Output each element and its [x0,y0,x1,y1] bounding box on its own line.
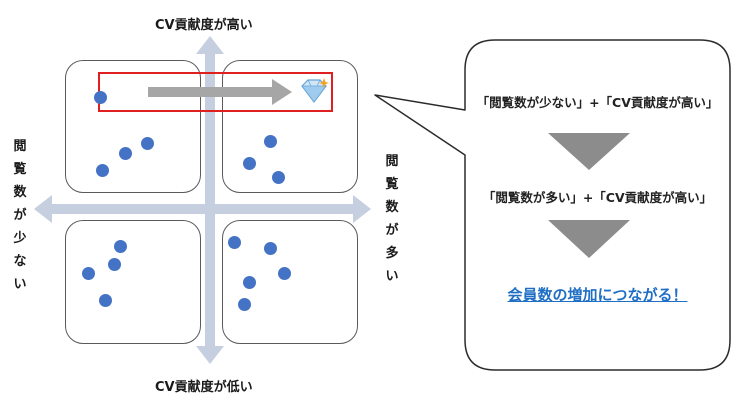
callout-step2: 「閲覧数が多い」+「CV貢献度が高い」 [482,190,713,205]
callout-result: 会員数の増加につながる！ [507,286,688,304]
scatter-point [108,258,122,272]
scatter-point [81,266,95,280]
axis-label-left: 閲覧数が少ない [13,139,27,292]
scatter-point [263,242,277,256]
scatter-point [227,235,241,249]
quadrant-top-left [65,60,201,193]
callout-content: 「閲覧数が少ない」+「CV貢献度が高い」 「閲覧数が多い」+「CV貢献度が高い」… [465,40,730,370]
quadrant-top-right [222,60,358,193]
axis-label-right: 閲覧数が多い [385,154,399,284]
scatter-point [114,239,128,253]
scatter-point [242,157,256,171]
scatter-point [243,275,257,289]
scatter-point [141,137,155,151]
axis-label-top: CV貢献度が高い [155,18,253,33]
scatter-point [237,297,251,311]
scatter-point [95,163,109,177]
diamond-icon [301,78,329,103]
quadrant-bottom-left [65,220,201,344]
scatter-point [94,90,108,104]
scatter-point [118,146,132,160]
callout-step1: 「閲覧数が少ない」+「CV貢献度が高い」 [476,95,719,110]
axis-label-bottom: CV貢献度が低い [155,380,253,395]
scatter-point [272,170,286,184]
scatter-point [98,294,112,308]
scatter-point [278,266,292,280]
scatter-point [263,134,277,148]
